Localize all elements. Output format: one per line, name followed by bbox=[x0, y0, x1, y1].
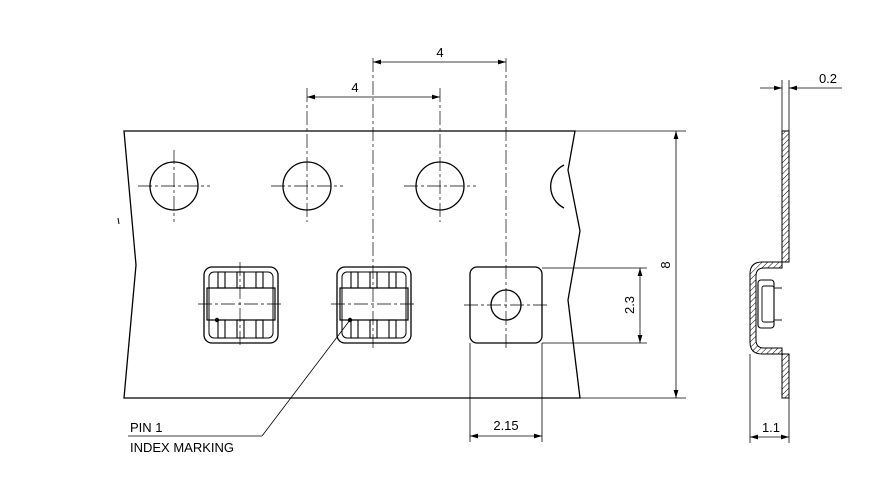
sprocket-hole bbox=[271, 88, 343, 222]
dim-tape-width-label: 8 bbox=[658, 261, 673, 268]
pin1-label-line2: INDEX MARKING bbox=[130, 440, 234, 455]
dim-pocket-width-label: 2.15 bbox=[493, 418, 518, 433]
pin1-label-line1: PIN 1 bbox=[130, 420, 163, 435]
tape-cross-section bbox=[749, 130, 790, 399]
dim-thickness-label: 0.2 bbox=[819, 71, 837, 86]
sprocket-hole bbox=[138, 150, 210, 222]
pin1-leader-line bbox=[261, 319, 351, 437]
sprocket-hole bbox=[404, 88, 476, 222]
pin1-dot bbox=[214, 317, 220, 323]
dim-component-pitch-label: 4 bbox=[436, 45, 443, 60]
dim-sprocket-pitch-label: 4 bbox=[351, 80, 358, 95]
dim-pocket-length-label: 2.3 bbox=[622, 296, 637, 314]
dim-depth-label: 1.1 bbox=[762, 420, 780, 435]
component-pocket bbox=[331, 58, 417, 348]
empty-pocket bbox=[464, 58, 548, 348]
edge-tick bbox=[117, 217, 120, 225]
sprocket-hole-partial bbox=[550, 164, 565, 209]
tape-outline bbox=[123, 130, 581, 399]
component-pocket bbox=[198, 262, 284, 348]
